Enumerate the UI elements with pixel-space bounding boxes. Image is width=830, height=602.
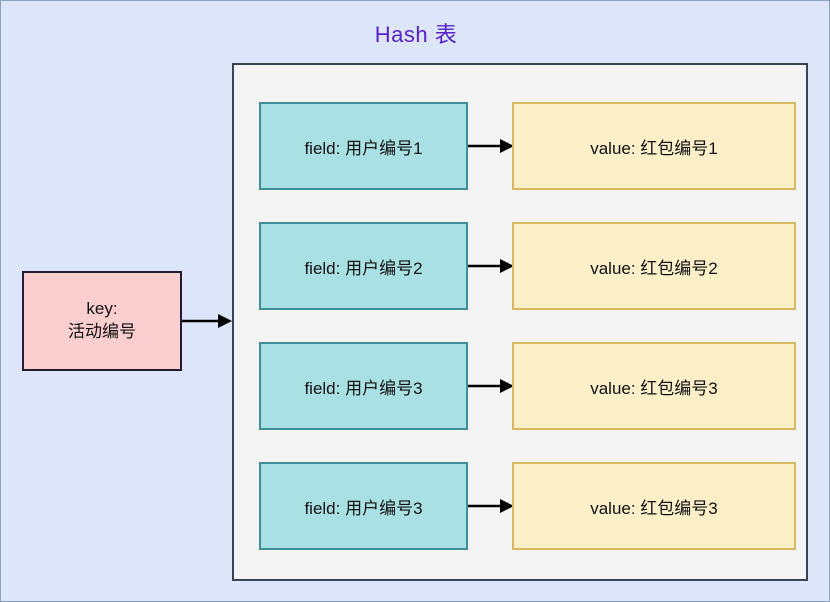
arrow-right-icon bbox=[468, 259, 514, 273]
arrow-right-icon bbox=[182, 314, 232, 328]
value-box: value: 红包编号3 bbox=[512, 342, 796, 430]
arrow-right-icon bbox=[468, 499, 514, 513]
arrow-right-icon bbox=[468, 379, 514, 393]
value-box: value: 红包编号3 bbox=[512, 462, 796, 550]
field-box: field: 用户编号3 bbox=[259, 462, 468, 550]
table-row: field: 用户编号2 value: 红包编号2 bbox=[234, 222, 810, 310]
key-node-label-line2: 活动编号 bbox=[68, 322, 136, 341]
value-box: value: 红包编号1 bbox=[512, 102, 796, 190]
field-box: field: 用户编号3 bbox=[259, 342, 468, 430]
table-row: field: 用户编号1 value: 红包编号1 bbox=[234, 102, 810, 190]
table-row: field: 用户编号3 value: 红包编号3 bbox=[234, 342, 810, 430]
field-box: field: 用户编号1 bbox=[259, 102, 468, 190]
key-node: key: 活动编号 bbox=[22, 271, 182, 371]
field-box: field: 用户编号2 bbox=[259, 222, 468, 310]
key-node-label-line1: key: bbox=[86, 299, 118, 319]
arrow-right-icon bbox=[468, 139, 514, 153]
value-box: value: 红包编号2 bbox=[512, 222, 796, 310]
hash-table-container: field: 用户编号1 value: 红包编号1 field: 用户编号2 v… bbox=[232, 63, 808, 581]
table-row: field: 用户编号3 value: 红包编号3 bbox=[234, 462, 810, 550]
page-title: Hash 表 bbox=[374, 22, 458, 47]
